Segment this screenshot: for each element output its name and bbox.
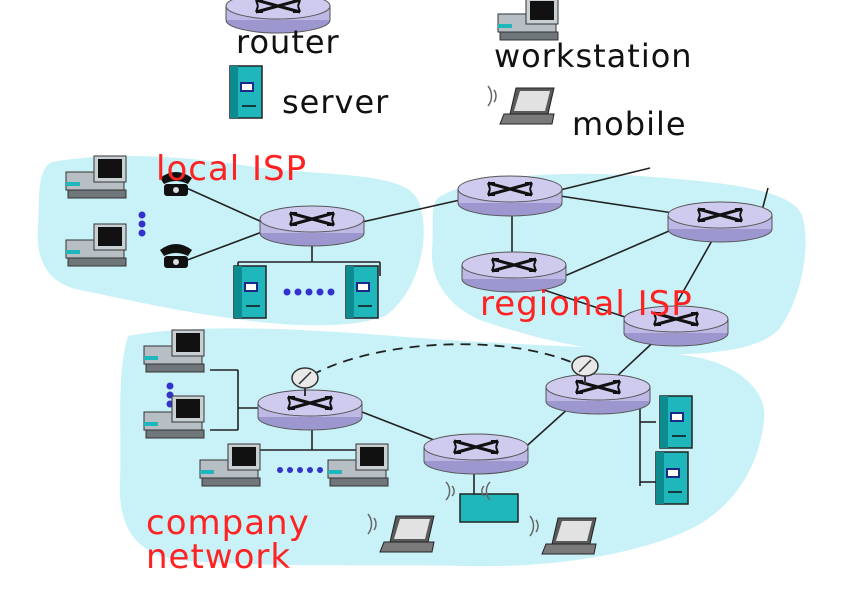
local-isp-label: local ISP [156, 149, 308, 189]
company-label-line1: company [146, 503, 310, 543]
company-router-center-icon [422, 432, 530, 476]
company-server-1-icon [659, 395, 693, 449]
local-isp-region [37, 155, 424, 326]
legend-mobile-icon [487, 85, 555, 125]
company-router-left-icon [256, 388, 364, 432]
company-server-2-icon [655, 451, 689, 505]
local-isp-server-1-icon [233, 265, 267, 319]
legend-server-label: server [282, 83, 390, 121]
regional-isp-router-2-icon [666, 200, 774, 244]
regional-isp-router-1-icon [456, 174, 564, 218]
legend-workstation-label: workstation [494, 37, 693, 75]
access-point-icon [445, 481, 519, 523]
legend-workstation-icon [497, 0, 559, 41]
local-isp-router-icon [258, 204, 366, 248]
legend-router-label: router [236, 23, 340, 61]
wireless-link [311, 343, 589, 376]
ellipsis-dots [138, 211, 335, 473]
legend-mobile-label: mobile [572, 105, 687, 143]
company-label-line2: network [146, 537, 292, 577]
legend-server-icon [229, 65, 263, 119]
company-router-right-icon [544, 372, 652, 416]
regional-isp-label: regional ISP [480, 284, 693, 324]
local-isp-server-2-icon [345, 265, 379, 319]
